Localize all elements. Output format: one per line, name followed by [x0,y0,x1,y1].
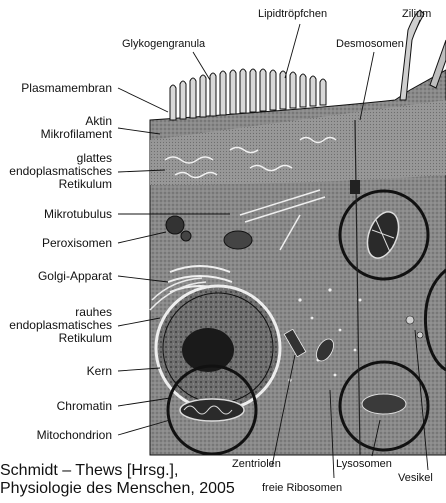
label-ribosomen: freie Ribosomen [262,482,342,495]
label-peroxisomen: Peroxisomen [4,237,112,250]
label-plasmamembran: Plasmamembran [4,82,112,95]
label-mikrofilament: Mikrofilament [4,128,112,141]
mito-small [224,231,252,249]
label-mitochondrion: Mitochondrion [4,429,112,442]
label-desmosomen: Desmosomen [336,38,404,51]
label-glattes-retikulum: Retikulum [4,178,112,191]
label-zilium: Zilium [402,8,431,21]
label-rauhes-retikulum: Retikulum [4,332,112,345]
citation-line-1: Schmidt – Thews [Hrsg.], [0,462,260,480]
label-lysosomen: Lysosomen [336,458,392,471]
label-kern: Kern [4,365,112,378]
label-lipid: Lipidtröpfchen [258,8,327,21]
label-golgi: Golgi-Apparat [4,270,112,283]
citation-line-2: Physiologie des Menschen, 2005 [0,480,260,498]
label-glykogen: Glykogengranula [122,38,205,51]
citation: Schmidt – Thews [Hrsg.], Physiologie des… [0,462,260,498]
label-chromatin: Chromatin [4,400,112,413]
label-vesikel: Vesikel [398,472,433,485]
label-mikrotubulus: Mikrotubulus [4,208,112,221]
